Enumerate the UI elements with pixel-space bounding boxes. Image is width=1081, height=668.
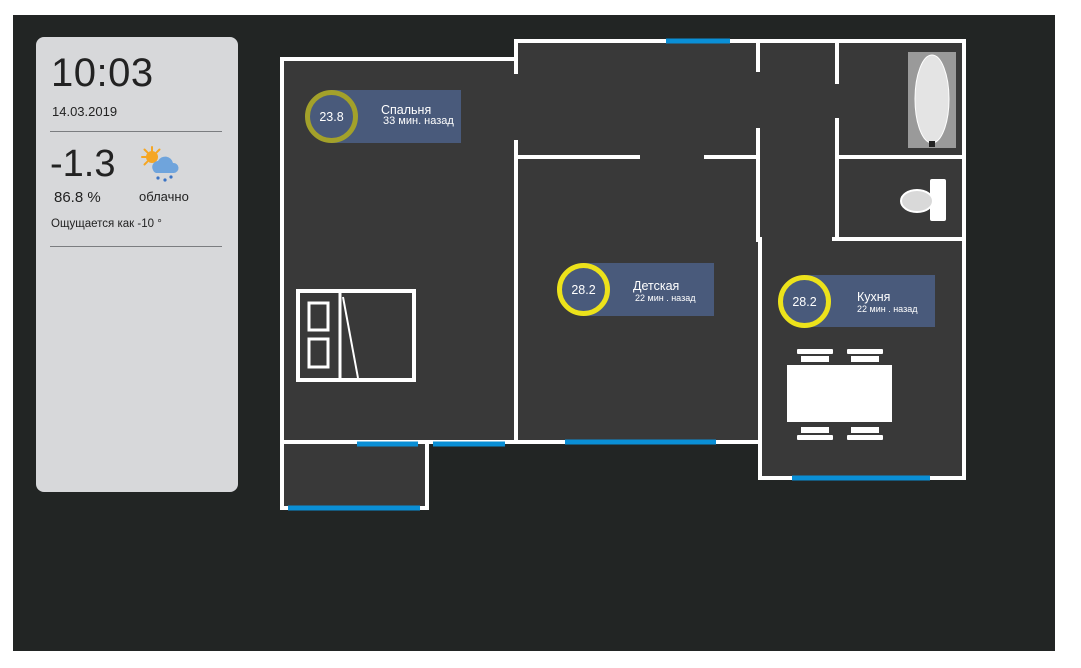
weather-condition: облачно bbox=[139, 189, 189, 204]
temperature-sensor-kids-room[interactable]: 28.2 bbox=[557, 263, 610, 316]
windows bbox=[288, 38, 930, 511]
room-name: Спальня bbox=[381, 103, 432, 117]
corridor-floor bbox=[760, 41, 838, 239]
room-name: Детская bbox=[633, 279, 680, 293]
feels-like: Ощущается как -10 ° bbox=[51, 218, 162, 230]
room-label-bedroom[interactable]: Спальня 33 мин. назад bbox=[331, 90, 461, 143]
bathtub-icon bbox=[908, 52, 956, 148]
room-updated: 33 мин. назад bbox=[383, 115, 454, 127]
hallway-floor bbox=[516, 41, 762, 157]
outdoor-temperature: -1.3 bbox=[50, 143, 116, 185]
weather-panel: 10:03 14.03.2019 -1.3 86.8 % облачно Ощу… bbox=[36, 37, 238, 492]
divider bbox=[50, 246, 222, 247]
dining-table-icon bbox=[787, 349, 892, 440]
room-name: Кухня bbox=[857, 290, 891, 304]
outdoor-humidity: 86.8 % bbox=[54, 189, 101, 206]
clock-time: 10:03 bbox=[51, 51, 154, 95]
temperature-sensor-bedroom[interactable]: 23.8 bbox=[305, 90, 358, 143]
divider bbox=[50, 131, 222, 132]
toilet-icon bbox=[900, 179, 946, 221]
balcony-floor bbox=[282, 444, 427, 508]
partly-cloudy-rain-icon bbox=[141, 146, 179, 182]
temperature-sensor-kitchen[interactable]: 28.2 bbox=[778, 275, 831, 328]
clock-date: 14.03.2019 bbox=[52, 104, 118, 119]
room-updated: 22 мин . назад bbox=[635, 293, 696, 303]
room-updated: 22 мин . назад bbox=[857, 304, 918, 314]
bed-icon bbox=[296, 289, 416, 382]
